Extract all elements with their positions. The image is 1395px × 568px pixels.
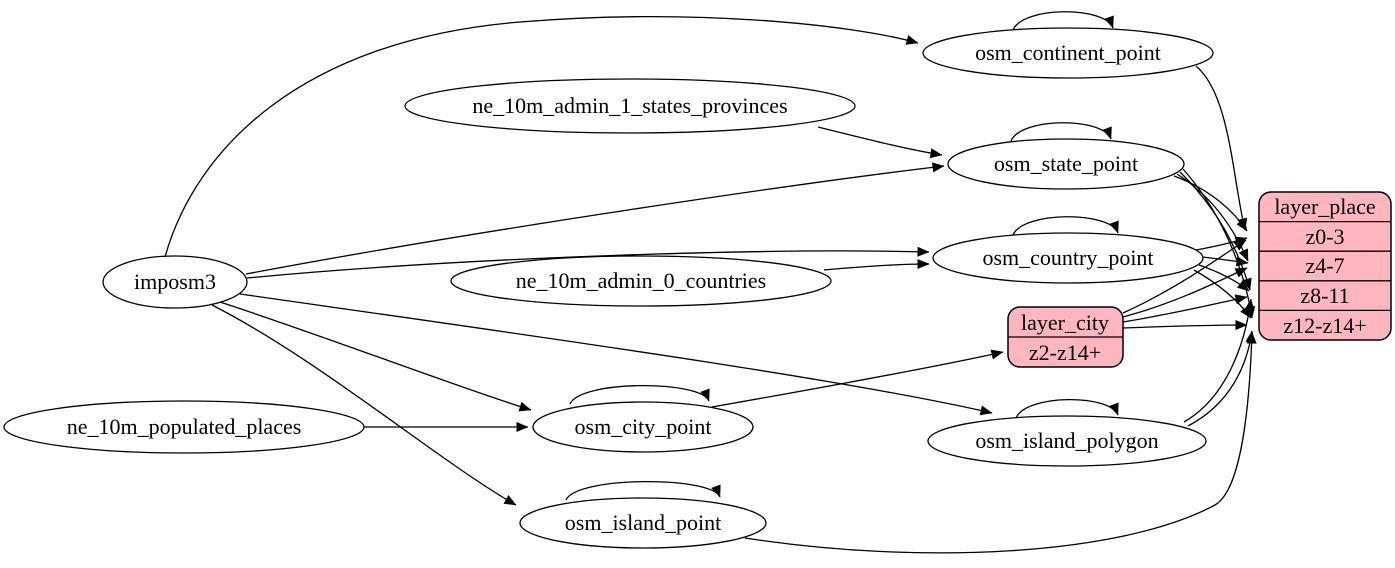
ne-10m-populated-places-label: ne_10m_populated_places bbox=[67, 414, 302, 439]
node-osm_city_point: osm_city_point bbox=[532, 401, 754, 453]
edge-osm_island_polygon-self-loop bbox=[1015, 398, 1119, 419]
osm-continent-point-label: osm_continent_point bbox=[975, 40, 1161, 65]
edge-layer_city-layer_place-z8-11 bbox=[1122, 294, 1248, 323]
edge-ne_10m_admin_0_countries-osm_country_point bbox=[823, 259, 930, 271]
edge-osm_state_point-layer_place-z8-11 bbox=[1179, 171, 1252, 291]
edge-imposm3-osm_island_polygon bbox=[239, 293, 993, 416]
edge-osm_state_point-layer_place-z0-3 bbox=[1173, 175, 1248, 232]
edge-osm_country_point-layer_place-z0-3 bbox=[1195, 236, 1248, 251]
imposm3-ellipse bbox=[102, 255, 248, 309]
node-imposm3: imposm3 bbox=[102, 255, 248, 309]
edge-osm_island_point-self-loop bbox=[565, 480, 721, 501]
osm-island-polygon-ellipse bbox=[927, 415, 1207, 467]
edge-osm_continent_point-layer_place-z0-3 bbox=[1195, 65, 1248, 231]
osm-city-point-ellipse bbox=[532, 401, 754, 453]
edge-ne_10m_admin_1_states_provinces-osm_state_point bbox=[817, 126, 943, 159]
edge-osm_city_point-layer_city-z2-z14 bbox=[711, 349, 1004, 408]
osm-state-point-ellipse bbox=[947, 138, 1185, 190]
layer-place-row-z0-3: z0-3 bbox=[1305, 224, 1344, 249]
ne-10m-admin-1-label: ne_10m_admin_1_states_provinces bbox=[472, 93, 787, 118]
edge-osm_country_point-self-loop bbox=[1012, 216, 1119, 236]
edge-imposm3-osm_continent_point bbox=[164, 16, 919, 258]
osm-country-point-ellipse bbox=[932, 232, 1204, 284]
imposm3-label: imposm3 bbox=[134, 269, 216, 294]
edge-osm_city_point-self-loop bbox=[569, 384, 710, 405]
node-osm_continent_point: osm_continent_point bbox=[922, 27, 1214, 79]
edge-imposm3-osm_island_point bbox=[211, 304, 517, 506]
edge-osm_island_point-layer_place-z12-z14 bbox=[744, 331, 1257, 554]
node-osm_island_polygon: osm_island_polygon bbox=[927, 415, 1207, 467]
layer-place-box bbox=[1258, 191, 1392, 341]
edge-layer_city-layer_place-z12-z14 bbox=[1122, 320, 1248, 331]
layer-place-row-z4-7: z4-7 bbox=[1305, 253, 1344, 278]
edge-layer_city-layer_place-z4-7 bbox=[1122, 267, 1248, 318]
node-osm_state_point: osm_state_point bbox=[947, 138, 1185, 190]
edge-osm_island_polygon-layer_place-z8-11 bbox=[1183, 298, 1255, 423]
osm-country-point-label: osm_country_point bbox=[982, 245, 1153, 270]
node-layer_place: layer_place z0-3 z4-7 z8-11 z12-z14+ bbox=[1258, 191, 1392, 341]
layer-place-row-z8-11: z8-11 bbox=[1300, 283, 1349, 308]
node-ne_10m_populated_places: ne_10m_populated_places bbox=[3, 400, 365, 454]
osm-city-point-label: osm_city_point bbox=[575, 414, 712, 439]
osm-continent-point-ellipse bbox=[922, 27, 1214, 79]
edge-layer_city-layer_place-z0-3 bbox=[1122, 239, 1247, 314]
edge-osm_state_point-layer_place-z4-7 bbox=[1176, 173, 1249, 262]
node-osm_island_point: osm_island_point bbox=[519, 497, 767, 549]
node-ne_10m_admin_0_countries: ne_10m_admin_0_countries bbox=[450, 255, 832, 307]
layer-city-row-z2-z14: z2-z14+ bbox=[1029, 340, 1101, 365]
osm-island-point-label: osm_island_point bbox=[565, 510, 721, 535]
edge-imposm3-osm_country_point bbox=[246, 246, 930, 279]
edge-imposm3-osm_state_point bbox=[245, 162, 945, 275]
node-layer_city: layer_city z2-z14+ bbox=[1007, 306, 1124, 368]
edge-osm_country_point-layer_place-z4-7 bbox=[1201, 256, 1249, 267]
osm-island-point-ellipse bbox=[519, 497, 767, 549]
edge-osm_state_point-self-loop bbox=[1010, 122, 1112, 142]
layer-place-title: layer_place bbox=[1274, 194, 1375, 219]
ne-10m-admin-1-ellipse bbox=[404, 78, 856, 134]
ne-10m-admin-0-label: ne_10m_admin_0_countries bbox=[516, 268, 767, 293]
osm-island-polygon-label: osm_island_polygon bbox=[975, 428, 1158, 453]
layer-city-title: layer_city bbox=[1021, 310, 1109, 335]
edge-osm_country_point-layer_place-z12-z14 bbox=[1193, 269, 1252, 319]
edge-osm_island_polygon-layer_place-z12-z14 bbox=[1187, 330, 1256, 427]
ne-10m-admin-0-ellipse bbox=[450, 255, 832, 307]
layer-place-row-z12-z14: z12-z14+ bbox=[1283, 313, 1366, 338]
osm-state-point-label: osm_state_point bbox=[994, 151, 1138, 176]
node-ne_10m_admin_1_states_provinces: ne_10m_admin_1_states_provinces bbox=[404, 78, 856, 134]
edge-osm_continent_point-self-loop bbox=[1012, 11, 1114, 31]
node-osm_country_point: osm_country_point bbox=[932, 232, 1204, 284]
edge-imposm3-osm_city_point bbox=[219, 301, 532, 412]
